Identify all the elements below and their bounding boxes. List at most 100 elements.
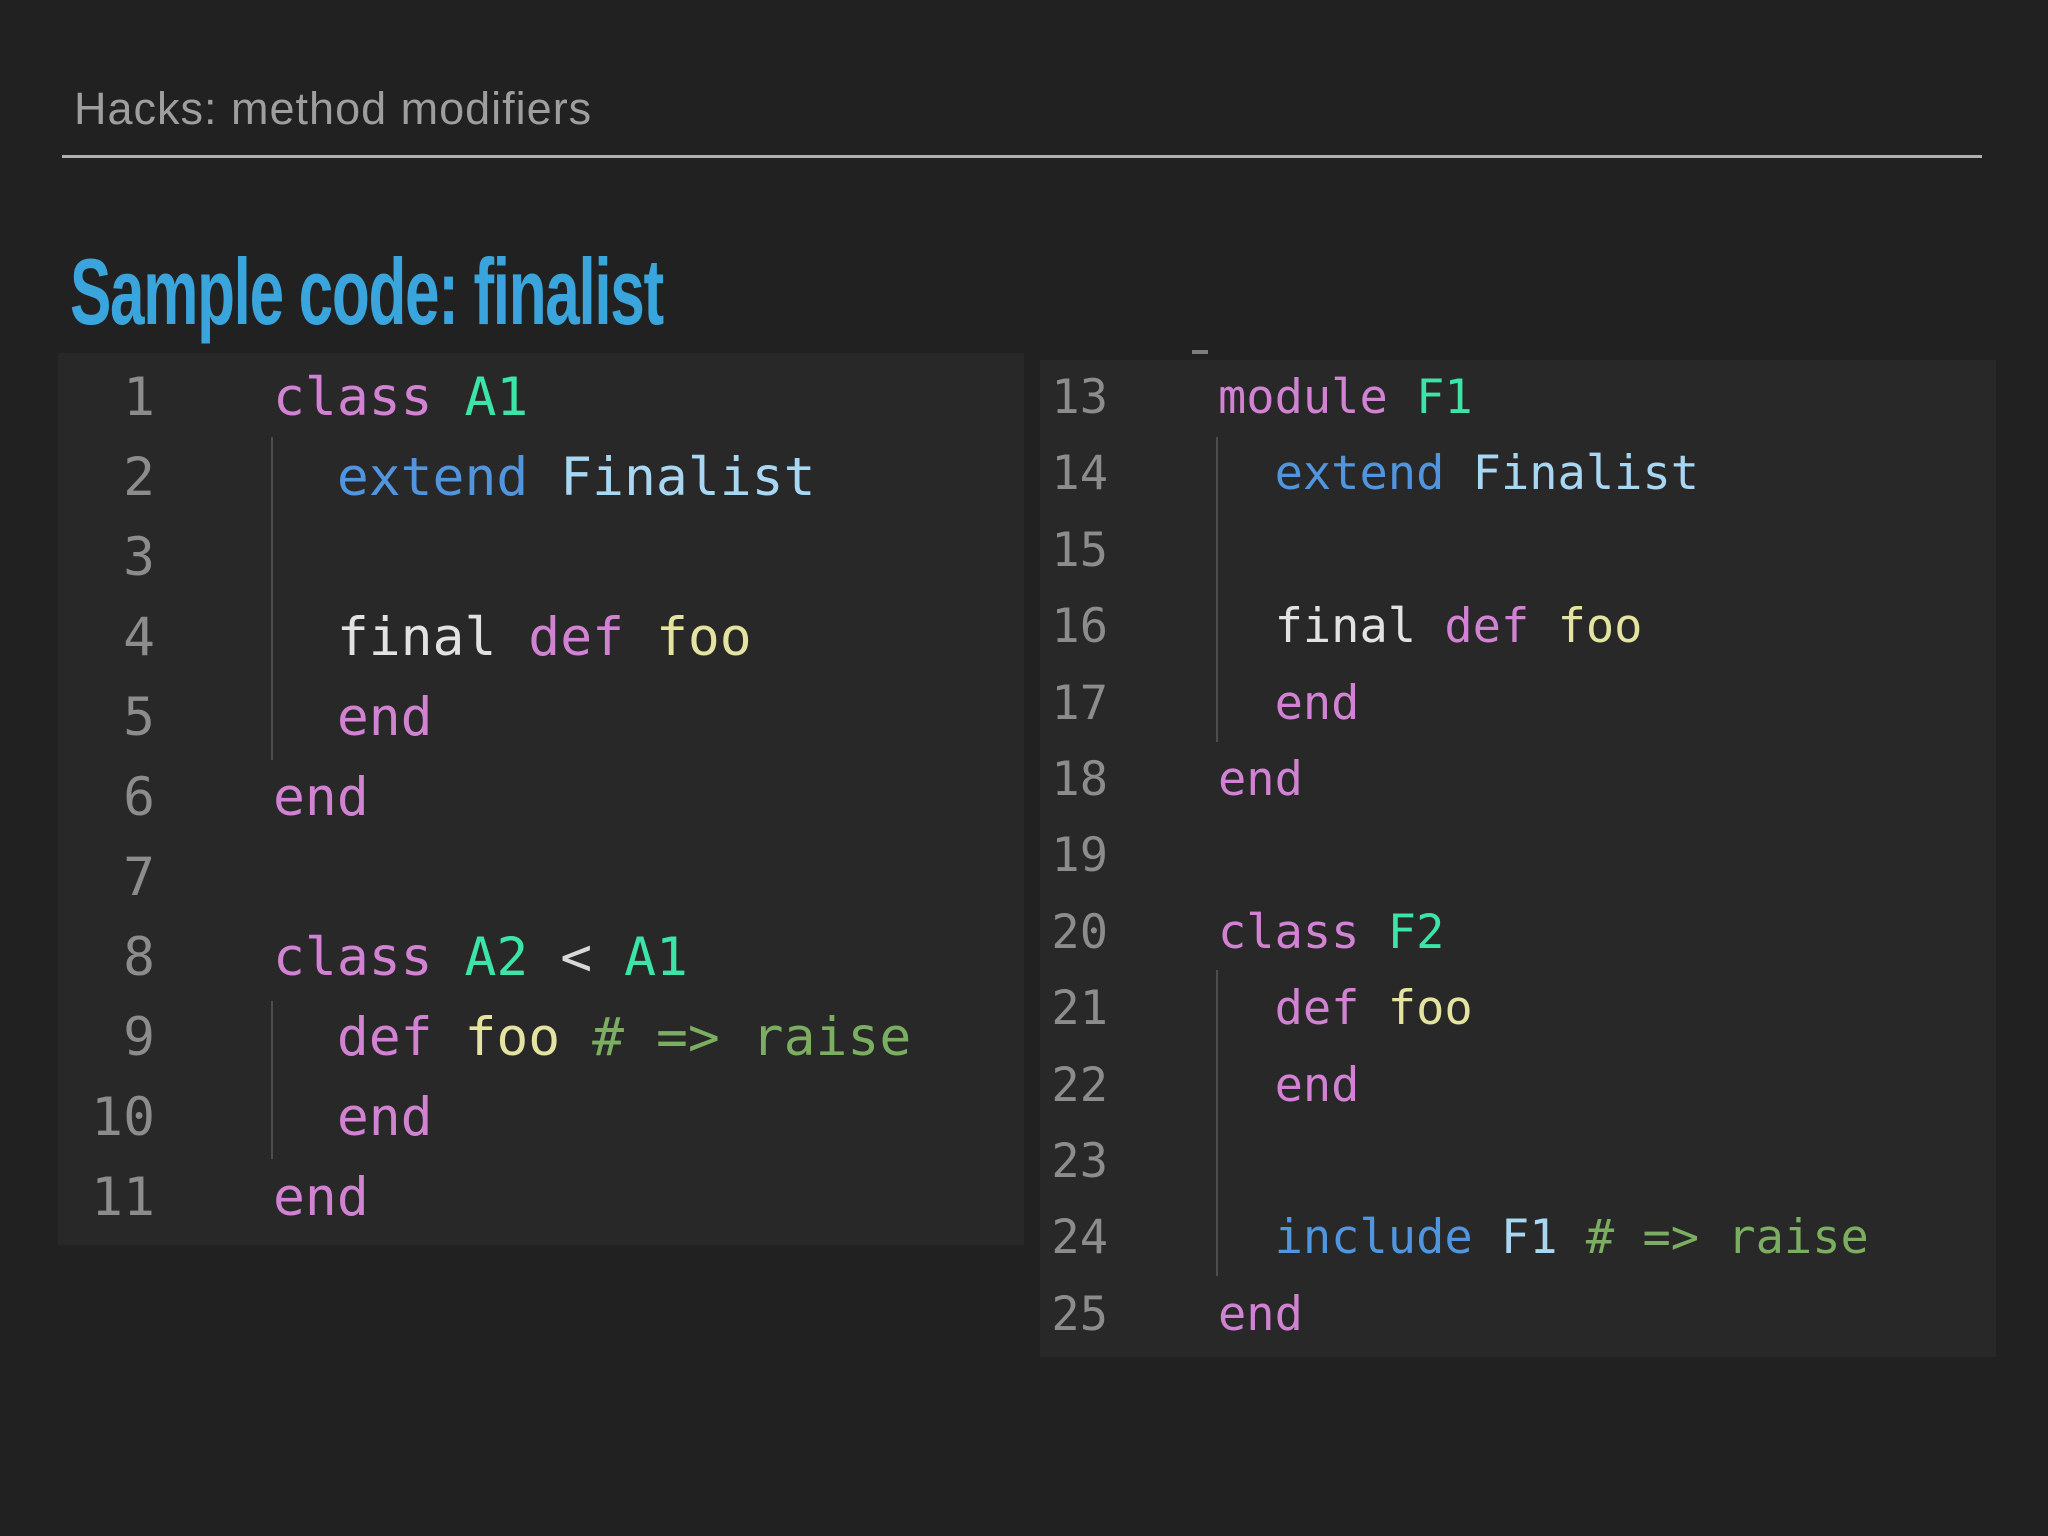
indent-guide [271,1001,273,1159]
line-number: 15 [1051,522,1108,578]
page-title: Sample code: finalist [70,238,1270,348]
token-plain [1218,1210,1275,1265]
token-plain [433,367,465,428]
code-text: def foo # => raise [155,998,911,1078]
token-plain: final [1218,599,1445,655]
token-function: foo [1387,981,1473,1037]
line-number: 11 [91,1167,155,1228]
token-plain [273,1007,337,1068]
code-line: 9 def foo # => raise [58,998,1024,1078]
stray-dash-artifact [1192,350,1208,354]
token-keyword: end [1218,1286,1303,1342]
line-number: 16 [1051,599,1108,655]
code-line: 7 [58,838,1024,918]
token-plain [1529,599,1557,654]
token-keyword: end [336,1087,433,1148]
code-line: 18 end [1040,742,1996,818]
token-plain [1558,1210,1586,1265]
code-line: 16 final def foo [1040,589,1996,665]
code-text: extend Finalist [155,438,816,518]
token-plain [273,447,337,508]
token-method_call: include [1274,1210,1473,1266]
code-text: extend Finalist [1108,436,1699,512]
indent-guide [1216,437,1218,742]
token-plain [560,1007,592,1068]
token-plain [433,927,465,988]
line-number: 5 [123,687,155,748]
code-text: end [1108,1277,1303,1353]
code-text: end [155,678,433,758]
line-number: 18 [1051,751,1108,807]
token-class_name: A1 [624,927,688,988]
token-method_call: extend [1274,446,1445,502]
token-keyword: class [273,927,433,988]
token-plain: final [273,607,529,668]
code-text: end [155,1158,369,1238]
token-plain [273,687,337,748]
line-number: 4 [123,607,155,668]
code-text: module F1 [1108,360,1473,436]
line-number: 13 [1051,370,1108,425]
code-text: class F2 [1108,895,1444,971]
code-line: 15 [1040,513,1996,589]
code-line: 19 [1040,818,1996,894]
code-text [155,518,273,598]
code-text: end [1108,742,1303,818]
token-plain [624,607,656,668]
token-keyword: end [273,767,369,828]
code-text [1108,513,1218,589]
token-plain [433,1007,465,1068]
token-plain [1473,1210,1501,1265]
token-keyword: module [1218,370,1388,425]
token-constant: Finalist [1472,446,1700,502]
code-text: end [1108,1048,1360,1124]
line-number: 17 [1051,675,1108,731]
line-number: 20 [1051,904,1108,960]
code-text: final def foo [155,598,752,678]
token-keyword: def [528,607,625,668]
line-number: 22 [1051,1057,1108,1113]
code-line: 4 final def foo [58,598,1024,678]
token-plain [1359,905,1387,960]
token-plain [1388,370,1416,425]
page-title-text: Sample code: finalist [70,239,664,344]
line-number: 8 [123,927,155,988]
token-keyword: def [1274,981,1360,1037]
line-number: 9 [123,1007,155,1068]
token-keyword: def [1444,599,1530,655]
token-class_name: A1 [464,367,529,428]
token-comment: # => raise [592,1007,912,1068]
token-keyword: class [1218,904,1360,960]
code-line: 24 include F1 # => raise [1040,1200,1996,1276]
code-text: end [1108,666,1360,742]
token-keyword: end [1274,675,1360,731]
indent-guide [1216,970,1218,1276]
token-keyword: end [1218,751,1303,807]
code-text: class A2 < A1 [155,918,688,998]
header-divider [62,155,1982,158]
code-line: 21 def foo [1040,971,1996,1047]
code-text: end [155,758,369,838]
token-plain [592,927,624,988]
token-function: foo [464,1007,561,1068]
token-comment: # => raise [1585,1210,1869,1266]
line-number: 21 [1051,981,1108,1037]
code-line: 5 end [58,678,1024,758]
code-line: 17 end [1040,666,1996,742]
code-text [1108,1124,1218,1200]
token-constant: F1 [1500,1210,1558,1266]
token-plain [273,1087,337,1148]
line-number: 10 [91,1087,155,1148]
code-text: def foo [1108,971,1473,1047]
token-plain [1218,981,1275,1036]
code-line: 2 extend Finalist [58,438,1024,518]
token-plain [1218,1058,1275,1113]
code-text: final def foo [1108,589,1643,665]
token-keyword: class [273,367,433,428]
line-number: 24 [1051,1210,1108,1266]
